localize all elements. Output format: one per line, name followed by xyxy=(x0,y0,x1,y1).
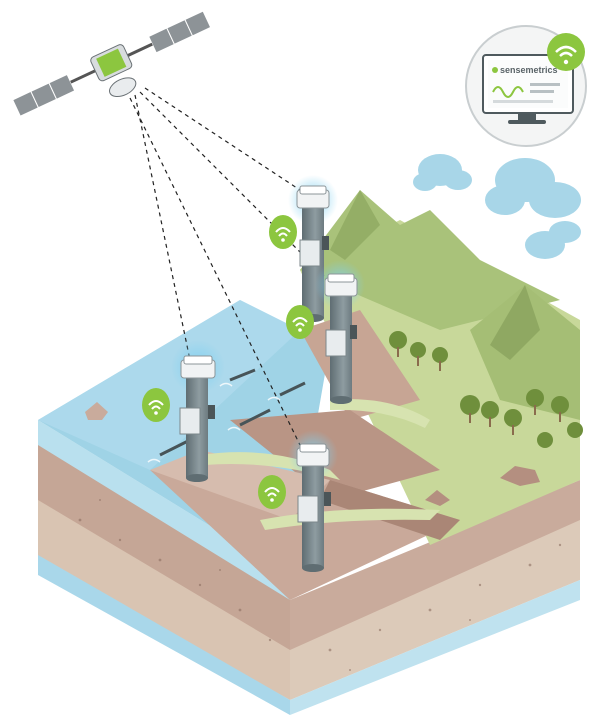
brand-text: sensemetrics xyxy=(500,65,558,75)
clouds xyxy=(413,154,581,259)
left-face-soil xyxy=(38,500,290,700)
trees xyxy=(389,331,583,448)
left-face-base xyxy=(38,555,290,715)
right-face-base xyxy=(290,580,580,715)
monitor-icon: sensemetrics xyxy=(482,54,574,124)
ground-block xyxy=(38,190,580,715)
rock-water xyxy=(85,402,108,420)
monitor-badge: sensemetrics xyxy=(465,25,587,147)
satellite-signal-lines xyxy=(129,87,331,446)
sensor-station-front-right xyxy=(258,430,338,572)
cloud-large xyxy=(485,158,581,259)
rock-cliff xyxy=(425,490,450,506)
satellite-icon xyxy=(12,10,212,117)
mountain-right xyxy=(470,285,580,420)
right-face-soil xyxy=(290,520,580,700)
wifi-icon xyxy=(258,475,286,509)
wifi-icon xyxy=(286,305,314,339)
sensor-station-top-right xyxy=(286,260,365,404)
wifi-icon xyxy=(269,215,297,249)
water-ripples xyxy=(147,382,281,463)
cloud-small xyxy=(413,154,472,191)
wifi-icon xyxy=(142,388,170,422)
water-fixtures xyxy=(159,368,306,457)
wifi-icon xyxy=(547,33,585,71)
sensor-station-front-left xyxy=(142,340,225,482)
rock-right xyxy=(500,466,540,486)
